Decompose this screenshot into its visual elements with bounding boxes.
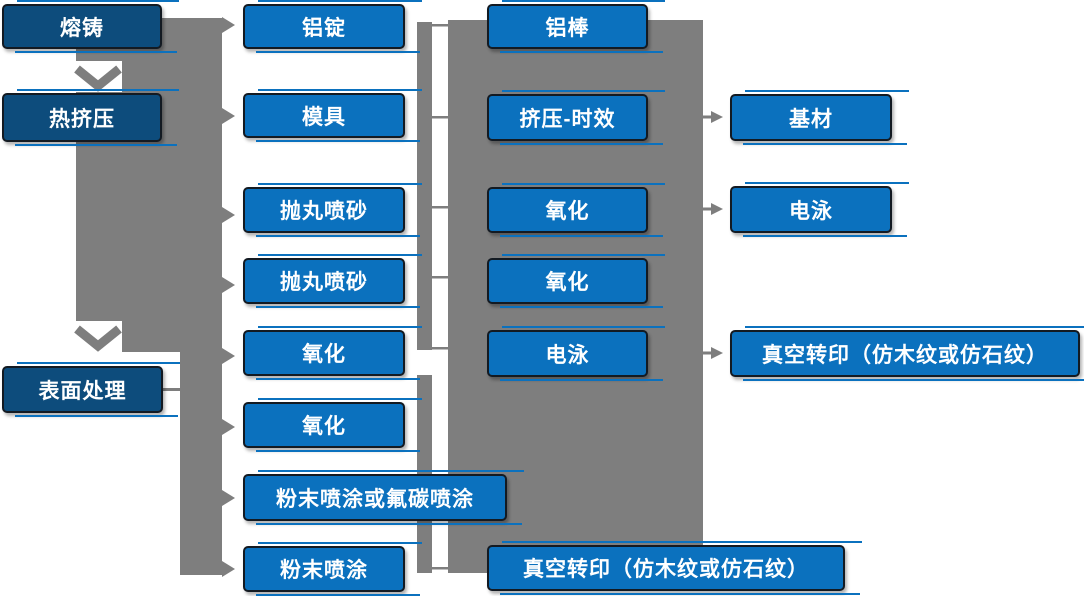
node-label: 粉末喷涂 (280, 559, 368, 582)
node-label: 抛丸喷砂 (280, 271, 368, 294)
surface-treatment-connector (162, 388, 181, 391)
node-oxidation-4: 氧化 (487, 254, 665, 308)
node-aluminum-ingot: 铝锭 (243, 0, 422, 53)
node-label: 氧化 (302, 415, 346, 438)
arrowhead-to-shot-blasting-2 (222, 277, 235, 293)
node-electrophoresis-2: 电泳 (730, 182, 909, 237)
node-oxidation-3: 氧化 (487, 183, 665, 237)
stub-line (430, 276, 448, 279)
node-vacuum-transfer-1: 真空转印（仿木纹或仿石纹） (730, 326, 1084, 381)
node-aluminum-rod: 铝棒 (487, 0, 665, 53)
down-chevron-to-hot-extrusion-icon (74, 65, 122, 92)
node-oxidation-1: 氧化 (243, 326, 422, 380)
node-substrate: 基材 (730, 90, 909, 145)
stub-line (430, 24, 448, 27)
node-label: 挤压-时效 (519, 107, 616, 131)
arrow-stem-to-substrate (703, 115, 712, 119)
stub-line (430, 567, 448, 570)
node-vacuum-transfer-2: 真空转印（仿木纹或仿石纹） (487, 541, 862, 595)
node-label: 氧化 (545, 271, 590, 294)
arrow-stem-to-vacuum-transfer (703, 351, 712, 355)
node-hot-extrusion: 热挤压 (2, 89, 179, 146)
node-mold: 模具 (243, 89, 422, 142)
node-label: 氧化 (545, 200, 590, 223)
stub-line (430, 206, 448, 209)
node-label: 氧化 (302, 343, 346, 366)
stub-line (430, 116, 448, 119)
arrowhead-to-powder-spray (222, 561, 235, 577)
arrowhead-to-powder-or-fluorocarbon-spray (222, 490, 235, 506)
node-label: 基材 (789, 107, 833, 131)
arrowhead-to-aluminum-ingot (222, 17, 235, 33)
node-powder-or-fluorocarbon-spray: 粉末喷涂或氟碳喷涂 (243, 470, 524, 525)
arrow-stem-to-electrophoresis (703, 207, 712, 211)
node-extrusion-aging: 挤压-时效 (487, 90, 665, 145)
node-label: 电泳 (789, 199, 833, 223)
node-label: 表面处理 (38, 379, 127, 403)
node-electrophoresis-1: 电泳 (487, 326, 665, 381)
node-label: 模具 (302, 105, 346, 129)
node-label: 真空转印（仿木纹或仿石纹） (523, 558, 809, 581)
down-chevron-to-surface-treatment-icon (74, 325, 122, 352)
node-surface-treatment: 表面处理 (2, 362, 180, 417)
arrowhead-to-mold (222, 108, 235, 124)
node-label: 粉末喷涂或氟碳喷涂 (276, 487, 474, 511)
arrowhead-to-shot-blasting-1 (222, 207, 235, 223)
node-shot-blasting-2: 抛丸喷砂 (243, 254, 422, 308)
collector-bar-upper (417, 22, 432, 350)
node-label: 电泳 (545, 343, 590, 367)
node-label: 热挤压 (49, 107, 115, 131)
arrowhead-to-electrophoresis (711, 203, 723, 215)
node-melt-casting: 熔铸 (2, 0, 179, 53)
arrowhead-to-oxidation-1 (222, 348, 235, 364)
flow-band-surface-treatment (180, 340, 222, 575)
node-oxidation-2: 氧化 (243, 398, 422, 452)
node-label: 熔铸 (60, 16, 104, 40)
node-label: 铝棒 (545, 16, 590, 40)
arrowhead-to-vacuum-transfer (711, 347, 723, 359)
node-shot-blasting-1: 抛丸喷砂 (243, 183, 422, 237)
stub-line (430, 347, 448, 350)
node-label: 抛丸喷砂 (280, 200, 368, 223)
arrowhead-to-substrate (711, 111, 723, 123)
arrowhead-to-oxidation-2 (222, 419, 235, 435)
node-label: 真空转印（仿木纹或仿石纹） (762, 343, 1048, 367)
node-label: 铝锭 (302, 16, 346, 40)
node-powder-spray: 粉末喷涂 (243, 542, 422, 596)
